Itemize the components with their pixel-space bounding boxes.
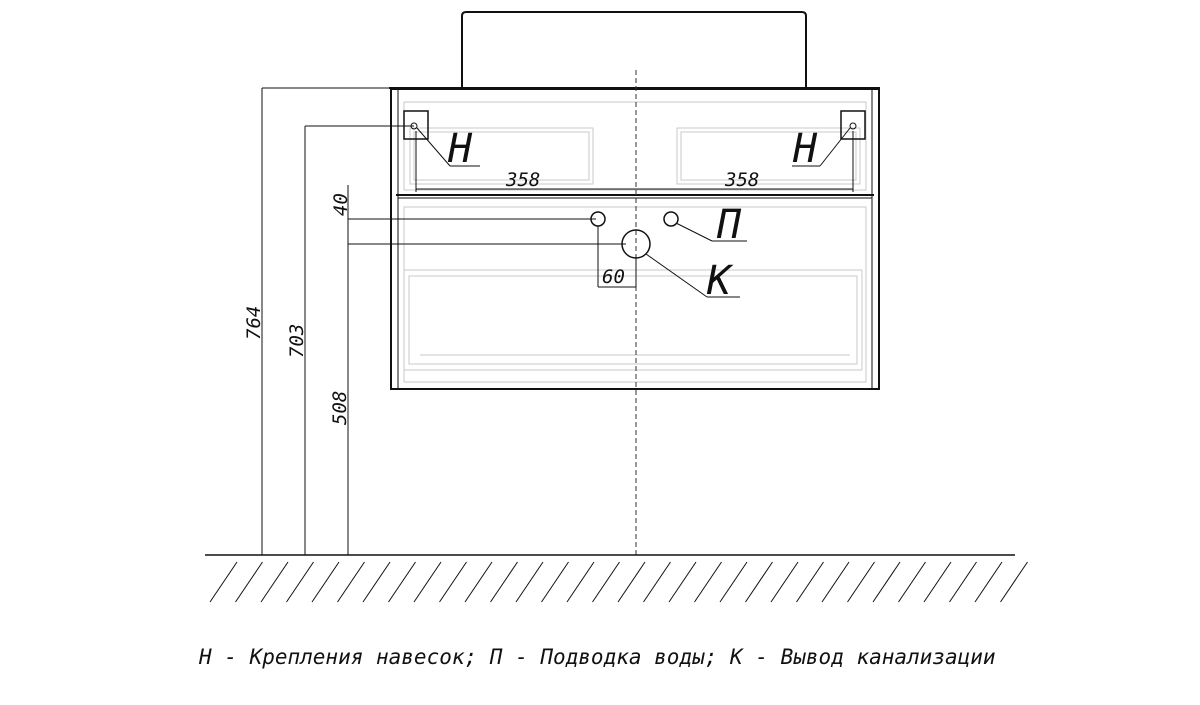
width-dimension-right: 358 — [724, 169, 759, 191]
hatch-stroke — [872, 561, 901, 603]
hatch-stroke — [490, 561, 518, 603]
water-supply-right — [663, 211, 679, 227]
floor-hatching — [209, 561, 1028, 603]
hatch-stroke — [311, 561, 340, 603]
drain-label: К — [706, 258, 734, 304]
pipe-horizontal-offset-label: 60 — [602, 266, 625, 288]
floor — [205, 554, 1028, 603]
hatch-stroke — [847, 561, 875, 603]
hatch-stroke — [949, 561, 977, 603]
water-leader — [675, 222, 747, 242]
hatch-stroke — [362, 561, 391, 603]
legend: Н - Крепления навесок; П - Подводка воды… — [198, 645, 996, 669]
hatch-stroke — [413, 561, 442, 603]
mount-height-dimension — [304, 125, 414, 555]
hatch-stroke — [821, 561, 850, 603]
cabinet-body — [390, 88, 880, 390]
pipe-horizontal-offset-dimension — [597, 226, 637, 288]
hatch-stroke — [541, 561, 569, 603]
overall-height-dimension — [261, 87, 389, 555]
hatch-stroke — [898, 561, 926, 603]
mount-height-label: 703 — [286, 324, 308, 358]
mount-leader-right — [792, 127, 851, 167]
mount-leader-left — [416, 127, 480, 167]
drain-height-label: 508 — [329, 391, 351, 425]
mount-label-left: Н — [447, 126, 473, 172]
hatch-stroke — [1000, 561, 1028, 603]
hatch-stroke — [796, 561, 824, 603]
hatch-stroke — [260, 561, 289, 603]
hatch-stroke — [770, 561, 799, 603]
hatch-stroke — [566, 561, 595, 603]
hatch-stroke — [235, 561, 263, 603]
width-dimension-left: 358 — [505, 169, 540, 191]
hatch-stroke — [694, 561, 722, 603]
drawer-inner-outlines — [403, 101, 867, 383]
hatch-stroke — [719, 561, 748, 603]
hatch-stroke — [337, 561, 365, 603]
mount-label-right: Н — [792, 126, 818, 172]
drain-leader — [645, 253, 740, 298]
pipe-vertical-offset-dimension — [347, 185, 626, 555]
hatch-stroke — [286, 561, 314, 603]
hatch-stroke — [617, 561, 646, 603]
hatch-stroke — [515, 561, 544, 603]
hatch-stroke — [388, 561, 416, 603]
hatch-stroke — [439, 561, 467, 603]
overall-height-label: 764 — [243, 306, 265, 340]
hatch-stroke — [745, 561, 773, 603]
sink-basin — [461, 11, 807, 87]
hatch-stroke — [923, 561, 952, 603]
hatch-stroke — [974, 561, 1003, 603]
hatch-stroke — [643, 561, 671, 603]
water-label: П — [716, 202, 742, 248]
hatch-stroke — [592, 561, 620, 603]
hatch-stroke — [668, 561, 697, 603]
hatch-stroke — [464, 561, 493, 603]
pipe-vertical-offset-label: 40 — [330, 193, 352, 216]
hatch-stroke — [209, 561, 238, 603]
width-dimension-lines — [415, 131, 854, 192]
